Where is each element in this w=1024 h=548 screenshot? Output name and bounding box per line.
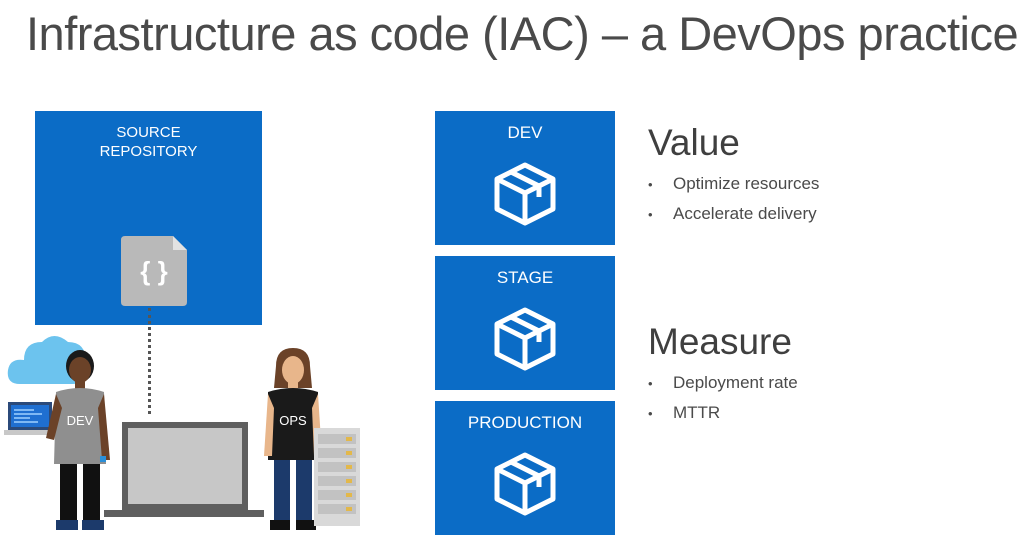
env-box-stage: STAGE (435, 256, 615, 390)
env-box-dev: DEV (435, 111, 615, 245)
package-box-icon (494, 162, 556, 226)
laptop-icon (4, 402, 58, 435)
measure-list: Deployment rate MTTR (648, 368, 798, 428)
measure-item: MTTR (648, 398, 798, 428)
repository-label-line-2: REPOSITORY (99, 143, 198, 160)
value-list: Optimize resources Accelerate delivery (648, 169, 819, 229)
repo-connector-line (148, 308, 151, 414)
slide-title: Infrastructure as code (IAC) – a DevOps … (26, 7, 1019, 60)
dev-person-label: DEV (66, 413, 94, 428)
measure-item: Deployment rate (648, 368, 798, 398)
server-rack-icon (314, 428, 360, 526)
env-box-production: PRODUCTION (435, 401, 615, 535)
cloud-icon (7, 336, 87, 384)
source-repository-box: SOURCE REPOSITORY { } (35, 111, 262, 325)
package-box-icon (494, 452, 556, 516)
dev-person-illustration (46, 350, 110, 530)
env-label-dev: DEV (507, 123, 543, 142)
code-file-icon: { } (121, 236, 187, 306)
value-item: Accelerate delivery (648, 199, 819, 229)
central-laptop-icon (104, 422, 264, 517)
measure-heading: Measure (648, 321, 792, 362)
env-label-production: PRODUCTION (467, 413, 583, 432)
package-box-icon (494, 307, 556, 371)
ops-person-label: OPS (279, 413, 307, 428)
repository-label-line-1: SOURCE (116, 124, 181, 141)
code-braces-text: { } (140, 256, 167, 286)
source-repository-label: SOURCE REPOSITORY (35, 123, 262, 161)
value-item: Optimize resources (648, 169, 819, 199)
value-heading: Value (648, 122, 740, 163)
env-label-stage: STAGE (496, 268, 554, 287)
